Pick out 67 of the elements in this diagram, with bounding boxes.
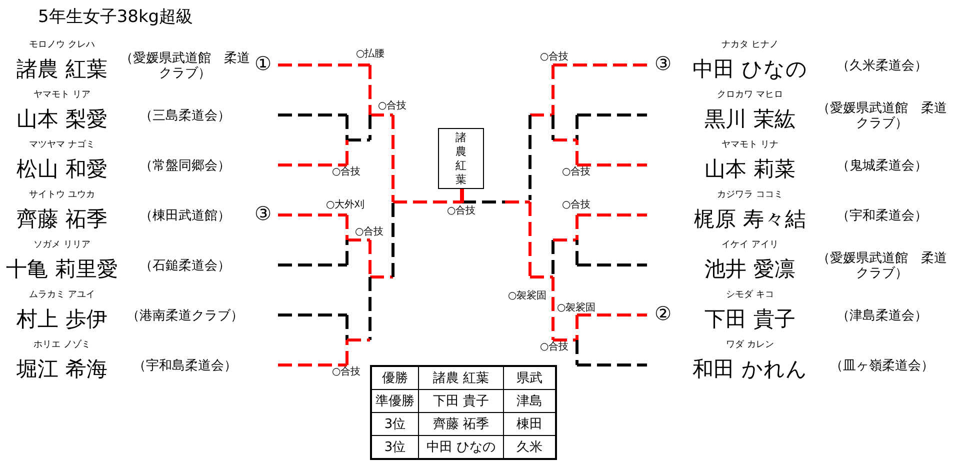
name-reading: クロカワ マヒロ bbox=[717, 90, 783, 100]
technique-label: ○合技 bbox=[540, 51, 569, 63]
player-name: 十亀 莉里愛 bbox=[6, 256, 118, 282]
player-name: 池井 愛凛 bbox=[704, 256, 796, 282]
technique-label: ○合技 bbox=[355, 226, 384, 238]
name-reading: ワダ カレン bbox=[726, 340, 774, 350]
name-reading: ナカタ ヒナノ bbox=[722, 40, 778, 50]
name-reading: サイトウ ユウカ bbox=[29, 190, 95, 200]
technique-label: ○払腰 bbox=[356, 48, 385, 60]
name-reading: ムラカミ アユイ bbox=[29, 290, 95, 300]
name-reading: ソガメ リリア bbox=[34, 240, 90, 250]
name-reading: ヤマモト リナ bbox=[722, 140, 778, 150]
player-name: 諸農 紅葉 bbox=[16, 56, 108, 82]
name-cell: 齊藤 祏季 bbox=[418, 412, 504, 436]
club-name: （久米柔道会） bbox=[836, 60, 928, 74]
player-name: 齊藤 祏季 bbox=[16, 206, 108, 232]
winner-name: 諸農紅葉 bbox=[455, 130, 467, 186]
club-name: （愛媛県武道館 柔道クラブ） bbox=[816, 102, 948, 132]
technique-label: ○大外刈 bbox=[326, 199, 365, 211]
seed-number: ① bbox=[254, 54, 272, 76]
rank-cell: 優勝 bbox=[371, 366, 418, 390]
name-reading: イケイ アイリ bbox=[722, 240, 778, 250]
name-reading: ホリエ ノゾミ bbox=[34, 340, 90, 350]
name-reading: シモダ キコ bbox=[726, 290, 774, 300]
name-reading: カジワラ ココミ bbox=[717, 190, 783, 200]
club-name: （宇和島柔道会） bbox=[132, 360, 238, 374]
player-name: 山本 梨愛 bbox=[16, 106, 108, 132]
rank-cell: 準優勝 bbox=[371, 390, 418, 412]
club-name: （愛媛県武道館 柔道クラブ） bbox=[816, 252, 948, 282]
technique-label: ○袈裟固 bbox=[508, 290, 547, 302]
name-reading: ヤマモト リア bbox=[34, 90, 90, 100]
player-name: 山本 莉菜 bbox=[704, 156, 796, 182]
club-name: （皿ヶ嶺柔道会） bbox=[829, 360, 935, 374]
player-name: 和田 かれん bbox=[692, 356, 808, 382]
club-name: （港南柔道クラブ） bbox=[126, 310, 244, 324]
technique-label: ○袈裟固 bbox=[557, 302, 596, 314]
name-reading: モロノウ クレハ bbox=[29, 40, 95, 50]
technique-label: ○合技 bbox=[332, 166, 361, 178]
player-name: 黒川 茉紘 bbox=[704, 106, 796, 132]
club-name: （愛媛県武道館 柔道クラブ） bbox=[119, 52, 251, 82]
rank-cell: 3位 bbox=[371, 412, 418, 436]
club-name: （宇和柔道会） bbox=[836, 210, 928, 224]
technique-label: ○合技 bbox=[447, 205, 476, 217]
technique-label: ○合技 bbox=[540, 341, 569, 353]
technique-label: ○合技 bbox=[562, 199, 591, 211]
club-name: （棟田武道館） bbox=[138, 210, 232, 224]
player-name: 松山 和愛 bbox=[16, 156, 108, 182]
club-name: （石鎚柔道会） bbox=[138, 260, 232, 274]
name-reading: マツヤマ ナゴミ bbox=[29, 140, 95, 150]
player-name: 堀江 希海 bbox=[16, 356, 108, 382]
player-name: 中田 ひなの bbox=[692, 56, 808, 82]
club-name: （鬼城柔道会） bbox=[836, 160, 928, 174]
club-name: （津島柔道会） bbox=[836, 310, 928, 324]
title: 5年生女子38kg超級 bbox=[38, 8, 194, 28]
player-name: 村上 歩伊 bbox=[16, 306, 108, 332]
player-name: 梶原 寿々結 bbox=[694, 206, 806, 232]
technique-label: ○合技 bbox=[378, 100, 407, 112]
technique-label: ○合技 bbox=[562, 166, 591, 178]
club-name: （常盤同郷会） bbox=[138, 160, 232, 174]
name-cell: 諸農 紅葉 bbox=[418, 366, 504, 390]
club-name: （三島柔道会） bbox=[138, 110, 232, 124]
seed-number: ③ bbox=[654, 54, 672, 76]
technique-label: ○合技 bbox=[332, 366, 361, 378]
player-name: 下田 貴子 bbox=[704, 306, 796, 332]
seed-number: ② bbox=[654, 304, 672, 326]
name-cell: 下田 貴子 bbox=[418, 390, 504, 412]
seed-number: ③ bbox=[254, 204, 272, 226]
